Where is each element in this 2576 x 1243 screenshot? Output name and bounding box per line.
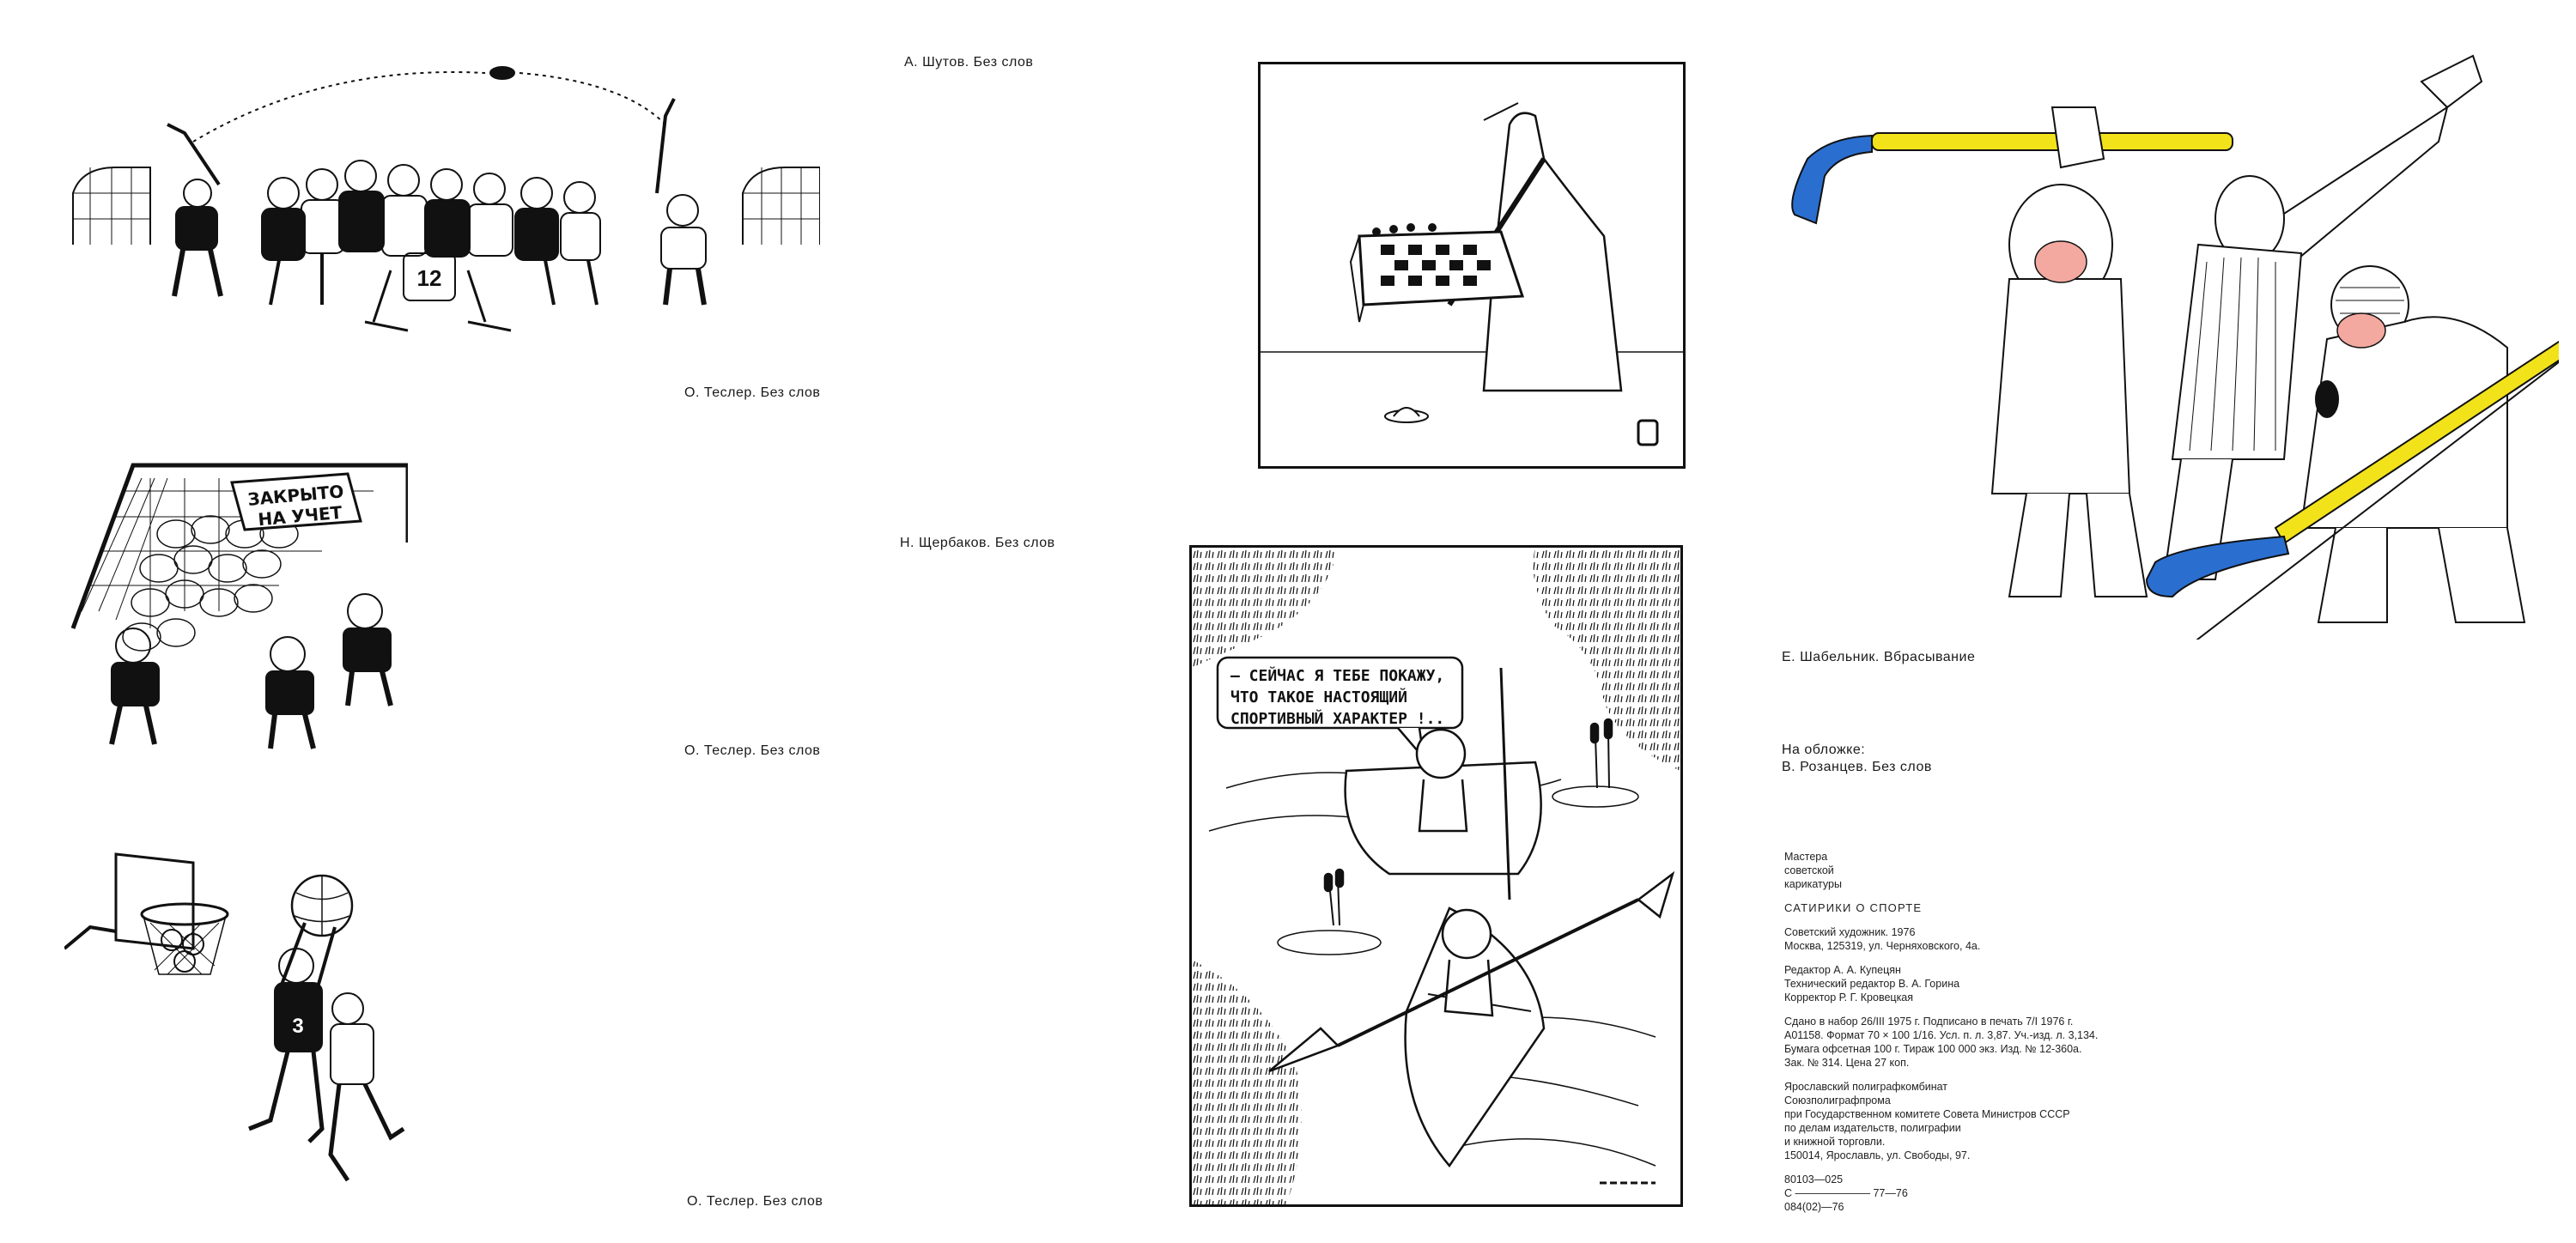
- cartoon-basketball: 3: [64, 846, 416, 1206]
- book-title: САТИРИКИ О СПОРТЕ: [1784, 901, 1923, 914]
- cover-label: На обложке:: [1782, 743, 1866, 757]
- print-line-3: Бумага офсетная 100 г. Тираж 100 000 экз…: [1784, 1043, 2082, 1055]
- printer-line-5: и книжной торговли.: [1784, 1136, 1886, 1148]
- colophon: Мастера советской карикатуры САТИРИКИ О …: [1784, 850, 2098, 1214]
- print-line-1: Сдано в набор 26/III 1975 г. Подписано в…: [1784, 1016, 2074, 1028]
- series-line-2: советской: [1784, 864, 1834, 876]
- kayak-speech-line2: ЧТО ТАКОЕ НАСТОЯЩИЙ: [1230, 688, 1407, 706]
- printer-line-1: Ярославский полиграфкомбинат: [1784, 1081, 1948, 1093]
- cartoon-faceoff: [1769, 47, 2559, 640]
- caption-shutov: А. Шутов. Без слов: [904, 55, 1034, 70]
- publisher-line-1: Советский художник. 1976: [1784, 926, 1916, 938]
- kayak-speech-line1: – СЕЙЧАС Я ТЕБЕ ПОКАЖУ,: [1230, 666, 1444, 685]
- caption-tesler-2: О. Теслер. Без слов: [684, 743, 821, 758]
- caption-tesler-1: О. Теслер. Без слов: [684, 385, 821, 400]
- kayak-speech-line3: СПОРТИВНЫЙ ХАРАКТЕР !..: [1230, 709, 1444, 728]
- editor-line-3: Корректор Р. Г. Кровецкая: [1784, 991, 1914, 1003]
- print-line-4: Зак. № 314. Цена 27 коп.: [1784, 1057, 1910, 1069]
- catalog-code-1: 80103—025: [1784, 1173, 1844, 1185]
- printer-line-2: Союзполиграфпрома: [1784, 1094, 1891, 1107]
- cartoon-goal-closed: ЗАКРЫТО НА УЧЕТ: [64, 440, 408, 757]
- printer-line-4: по делам издательств, полиграфии: [1784, 1122, 1961, 1134]
- cartoon-kayak: – СЕЙЧАС Я ТЕБЕ ПОКАЖУ, ЧТО ТАКОЕ НАСТОЯ…: [1189, 545, 1683, 1207]
- editor-line-2: Технический редактор В. А. Горина: [1784, 978, 1960, 990]
- caption-shabelnik: Е. Шабельник. Вбрасывание: [1782, 650, 1976, 664]
- hockey-huddle-drawing: 12: [72, 66, 820, 332]
- printer-line-3: при Государственном комитете Совета Мини…: [1784, 1108, 2070, 1120]
- printer-line-6: 150014, Ярославль, ул. Свободы, 97.: [1784, 1149, 1971, 1161]
- basketball-jersey-number: 3: [292, 1015, 303, 1038]
- catalog-code-3: 084(02)—76: [1784, 1201, 1844, 1213]
- editor-line-1: Редактор А. А. Купецян: [1784, 964, 1901, 976]
- catalog-code-2: С ——————— 77—76: [1784, 1187, 1908, 1199]
- hockey-jersey-number: 12: [417, 265, 442, 291]
- series-line-3: карикатуры: [1784, 878, 1842, 890]
- caption-shcherbakov: Н. Щербаков. Без слов: [900, 536, 1055, 550]
- print-line-2: А01158. Формат 70 × 100 1/16. Усл. п. л.…: [1784, 1029, 2099, 1041]
- caption-tesler-3: О. Теслер. Без слов: [687, 1194, 823, 1209]
- series-line-1: Мастера: [1784, 851, 1828, 863]
- publisher-line-2: Москва, 125319, ул. Черняховского, 4а.: [1784, 940, 1981, 952]
- cartoon-chess-vendor: [1258, 62, 1686, 469]
- cartoon-hockey-huddle: 12: [64, 47, 820, 365]
- cover-credit: В. Розанцев. Без слов: [1782, 760, 1932, 774]
